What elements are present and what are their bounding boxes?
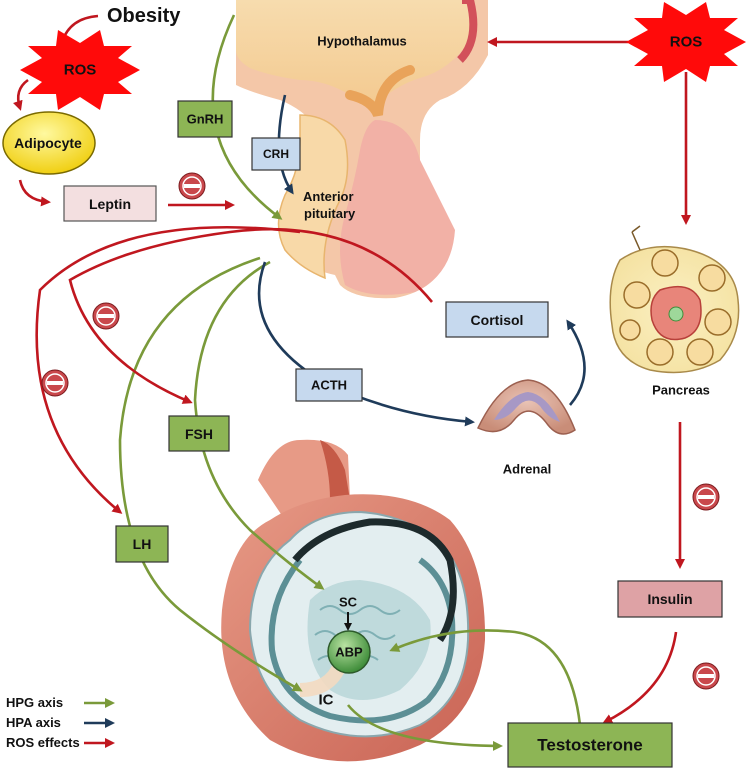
inhibition-icon-lh	[41, 369, 69, 397]
cortisol-lh-arrow	[35, 225, 301, 514]
fsh-node: FSH	[168, 415, 230, 452]
testosterone-node: Testosterone	[507, 722, 673, 768]
legend: HPG axis HPA axis ROS effects	[6, 695, 115, 750]
pancreas-node: Pancreas	[652, 383, 710, 398]
cortisol-label: Cortisol	[471, 312, 524, 328]
fsh-box	[168, 415, 230, 452]
ros-left-node: ROS	[20, 30, 140, 110]
pancreas-illustration	[609, 225, 740, 374]
inhibition-icon-leptin	[178, 172, 206, 200]
ic-label: IC	[319, 692, 334, 709]
adipocyte-cell	[2, 111, 96, 175]
ros-right-starburst	[626, 2, 746, 82]
cortisol-box	[445, 301, 549, 338]
ic-testosterone-arrow	[346, 704, 503, 751]
obesity-node: Obesity	[107, 5, 181, 27]
brain-pituitary-illustration	[236, 0, 488, 299]
ros-left-starburst	[20, 30, 140, 110]
legend-item-hpg: HPG axis	[6, 695, 115, 710]
anterior-pituitary-line2: pituitary	[304, 206, 356, 221]
adrenal-node: Adrenal	[503, 462, 551, 477]
lh-node: LH	[115, 525, 169, 563]
hypothalamus-node: Hypothalamus	[317, 34, 407, 49]
crh-label: CRH	[263, 147, 289, 161]
testosterone-label: Testosterone	[537, 736, 643, 755]
acth-label: ACTH	[311, 378, 347, 393]
fsh-arrow	[193, 260, 325, 590]
lh-label: LH	[133, 536, 152, 552]
lh-box	[115, 525, 169, 563]
abp-label: ABP	[335, 645, 363, 660]
legend-label-ros: ROS effects	[6, 735, 80, 750]
obesity-label: Obesity	[107, 5, 181, 27]
gnrh-node: GnRH	[177, 100, 233, 138]
leptin-label: Leptin	[89, 196, 131, 212]
sc-node: SC	[339, 595, 358, 610]
anterior-pituitary-node: Anterior pituitary	[303, 189, 356, 221]
lh-arrow	[118, 256, 303, 692]
crh-box	[251, 137, 301, 171]
adrenal-cortisol-arrow	[566, 319, 586, 406]
insulin-box	[617, 580, 723, 618]
fsh-label: FSH	[185, 426, 213, 442]
adipocyte-leptin-arrow	[18, 179, 51, 207]
legend-item-hpa: HPA axis	[6, 715, 115, 730]
crh-node: CRH	[251, 137, 301, 171]
abp-node: ABP	[327, 630, 371, 674]
acth-box	[295, 368, 363, 402]
adrenal-illustration	[476, 379, 576, 435]
leptin-node: Leptin	[63, 185, 157, 222]
abp-circle	[327, 630, 371, 674]
ros-right-node: ROS	[626, 2, 746, 82]
ros-right-label: ROS	[670, 34, 703, 51]
cortisol-fsh-arrow	[68, 227, 434, 404]
inhibition-icon-insulin	[692, 662, 720, 690]
ros-arrows	[13, 14, 691, 724]
testosterone-box	[507, 722, 673, 768]
leptin-box	[63, 185, 157, 222]
sc-label: SC	[339, 595, 358, 610]
legend-label-hpg: HPG axis	[6, 695, 63, 710]
insulin-testosterone-arrow	[602, 631, 678, 724]
insulin-node: Insulin	[617, 580, 723, 618]
legend-item-ros: ROS effects	[6, 735, 115, 750]
inhibition-icon-pancreas	[692, 483, 720, 511]
cortisol-node: Cortisol	[445, 301, 549, 338]
gnrh-box	[177, 100, 233, 138]
ros-left-label: ROS	[64, 62, 97, 79]
ic-node: IC	[319, 692, 334, 709]
gnrh-label: GnRH	[187, 112, 224, 127]
inhibition-icon-fsh	[92, 302, 120, 330]
legend-label-hpa: HPA axis	[6, 715, 61, 730]
insulin-label: Insulin	[647, 591, 692, 607]
pancreas-label: Pancreas	[652, 383, 710, 398]
adipocyte-node: Adipocyte	[2, 111, 96, 175]
anterior-pituitary-line1: Anterior	[303, 189, 354, 204]
testosterone-abp-arrow	[389, 629, 582, 726]
adrenal-label: Adrenal	[503, 462, 551, 477]
adipocyte-label: Adipocyte	[14, 135, 82, 151]
ros-adipocyte-arrow	[13, 78, 29, 111]
hypothalamus-label: Hypothalamus	[317, 34, 407, 49]
acth-node: ACTH	[295, 368, 363, 402]
inhibition-icons	[41, 172, 720, 690]
